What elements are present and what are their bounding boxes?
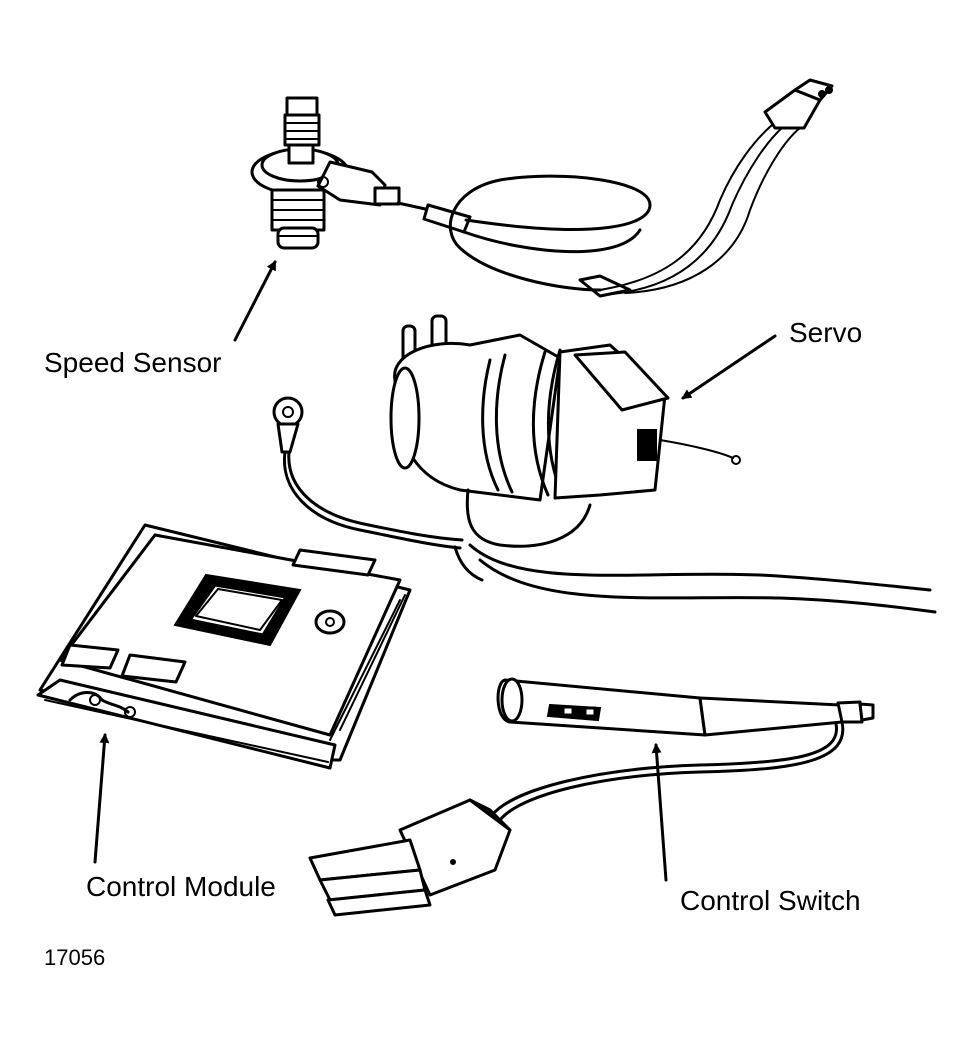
servo-label: Servo	[789, 317, 863, 348]
speed-sensor-arrow	[233, 260, 277, 342]
servo-illustration	[389, 314, 937, 614]
control-switch-label: Control Switch	[680, 885, 861, 916]
control-switch-arrow	[651, 743, 668, 882]
control-switch-illustration	[308, 677, 875, 917]
control-module-arrow	[93, 733, 110, 864]
ground-wire	[272, 396, 464, 550]
control-module-illustration	[36, 523, 412, 770]
speed-sensor-illustration	[250, 96, 401, 250]
control-module-label: Control Module	[86, 871, 276, 902]
servo-arrow	[681, 334, 777, 400]
speed-sensor-cable	[396, 78, 834, 298]
speed-sensor-label: Speed Sensor	[44, 347, 222, 378]
figure-number: 17056	[44, 945, 106, 970]
